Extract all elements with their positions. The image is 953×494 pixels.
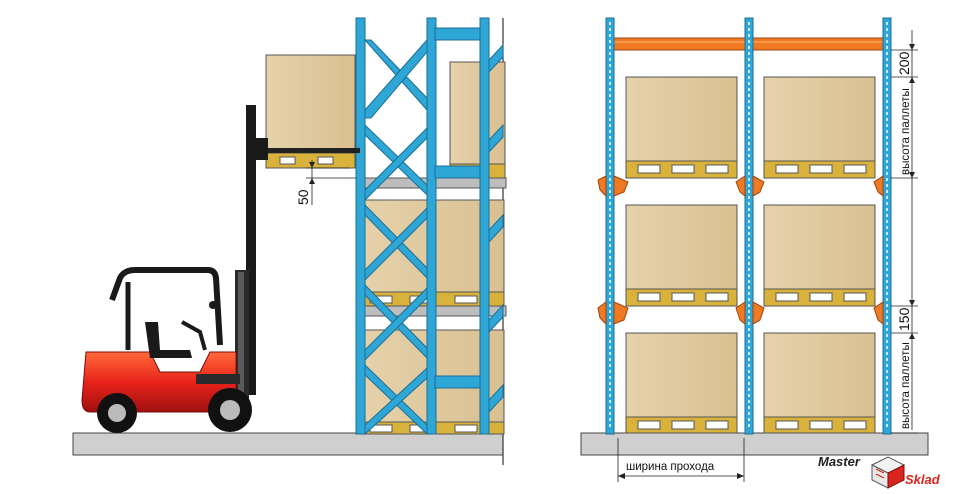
clearance-label-50: 50 <box>295 189 311 205</box>
forklift <box>81 105 268 433</box>
floor-left <box>72 432 504 456</box>
mid-clearance-label: 150 <box>896 307 912 331</box>
beam-connectors <box>597 175 884 326</box>
logo-text-sklad: Sklad <box>905 472 941 487</box>
height-dimensions <box>891 30 918 434</box>
stored-pallets-right <box>625 76 876 434</box>
lower-pallet-height-label: высота паллеты <box>900 342 912 429</box>
aisle-width-label: ширина прохода <box>626 461 715 473</box>
right-front-view: 200 высота паллеты 150 высота паллеты ши… <box>580 17 929 482</box>
floor-right <box>580 432 929 456</box>
left-side-view: 50 <box>72 17 507 465</box>
logo-box-icon <box>870 456 906 489</box>
top-clearance-label: 200 <box>896 51 912 75</box>
aisle-width-dimension <box>617 438 745 482</box>
lifted-pallet <box>252 54 360 169</box>
clearance-dimension-50: 50 <box>295 160 356 205</box>
masterskład-logo: Master Sklad <box>818 454 941 489</box>
rack-frame-rear <box>434 17 504 435</box>
logo-text-master: Master <box>818 454 861 469</box>
upper-pallet-height-label: высота паллеты <box>900 88 912 175</box>
uprights <box>605 17 892 435</box>
rack-frame-front <box>355 17 437 436</box>
